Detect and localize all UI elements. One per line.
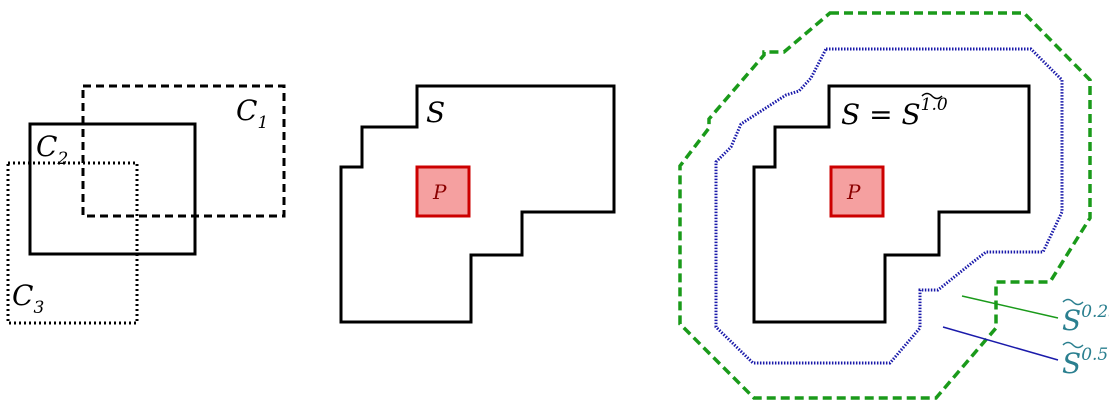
tilde-s-10	[921, 92, 943, 100]
outline-s-025	[678, 11, 1092, 400]
outline-s-05	[714, 47, 1064, 365]
label-p: P	[432, 180, 447, 204]
leader-line-05	[942, 326, 1059, 361]
leader-line-025	[961, 295, 1059, 319]
square-p-right	[829, 165, 885, 218]
left-panel: C1 C2 C3	[6, 84, 286, 325]
label-p-right: P	[846, 180, 861, 204]
shape-s-right	[752, 84, 1031, 324]
label-c2: C2	[36, 130, 68, 169]
tilde-s-025	[1062, 298, 1084, 306]
label-s-05: S0.5	[1062, 345, 1108, 380]
shape-s	[339, 84, 616, 324]
rect-c2-solid	[28, 122, 197, 256]
label-c3: C3	[12, 279, 44, 318]
label-s-025: S0.25	[1062, 302, 1109, 337]
right-panel: S = S1.0 P S0.25 S0.5	[678, 11, 1109, 400]
label-s: S	[426, 96, 445, 129]
square-p	[415, 165, 471, 218]
rect-c1-dashed	[81, 84, 286, 218]
tilde-s-05	[1062, 341, 1084, 349]
middle-panel: S P	[339, 84, 616, 324]
label-s-equals: S = S1.0	[841, 95, 948, 131]
label-c1: C1	[236, 94, 268, 133]
